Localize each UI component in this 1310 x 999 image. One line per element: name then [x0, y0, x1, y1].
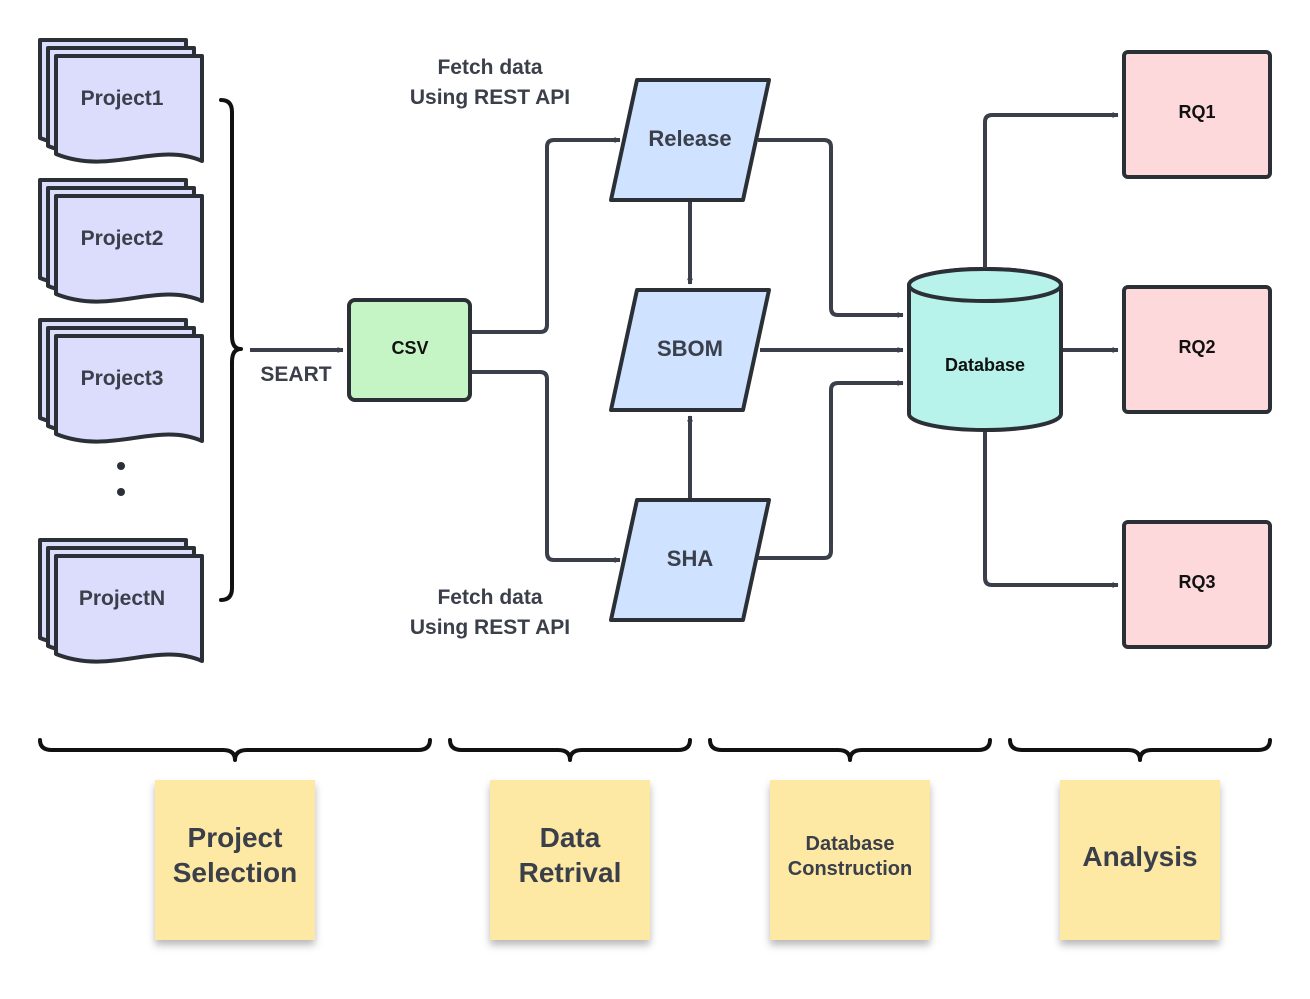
database-to-rq1-edge — [983, 112, 1119, 268]
project-doc-3: Project3 — [38, 318, 204, 444]
stage-brace-project-selection — [38, 738, 432, 762]
release-label: Release — [648, 126, 731, 151]
stage-label-line: Retrival — [519, 857, 622, 888]
release-node: Release — [609, 78, 771, 202]
database-label: Database — [945, 355, 1025, 375]
stage-brace-data-retrival — [448, 738, 692, 762]
csv-to-release-edge — [472, 137, 621, 334]
project-doc-2: Project2 — [38, 178, 204, 304]
stage-label-line: Construction — [788, 858, 912, 880]
sticky-project-selection: Project Selection — [155, 780, 315, 940]
sticky-analysis: Analysis — [1060, 780, 1220, 940]
project-label: Project1 — [81, 87, 164, 110]
sbom-label: SBOM — [657, 336, 723, 361]
ellipsis-dots — [117, 462, 125, 496]
fetch-top-line1: Fetch data — [437, 56, 542, 79]
sticky-data-retrival: Data Retrival — [490, 780, 650, 940]
csv-to-sha-edge — [472, 370, 621, 563]
fetch-bottom-line2: Using REST API — [410, 616, 570, 639]
stage-label-line: Project — [188, 822, 283, 853]
stage-label-line: Database — [806, 833, 895, 855]
sha-node: SHA — [609, 498, 771, 622]
rq2-node: RQ2 — [1122, 285, 1272, 414]
rq1-label: RQ1 — [1178, 102, 1215, 122]
database-node: Database — [907, 267, 1063, 432]
seart-label: SEART — [260, 363, 331, 386]
stage-brace-database-construction — [708, 738, 992, 762]
sha-label: SHA — [667, 546, 714, 571]
sticky-database-construction: Database Construction — [770, 780, 930, 940]
stage-brace-analysis — [1008, 738, 1272, 762]
stage-label-line: Analysis — [1082, 841, 1197, 872]
release-to-database-edge — [758, 138, 904, 318]
rq3-label: RQ3 — [1178, 572, 1215, 592]
rq1-node: RQ1 — [1122, 50, 1272, 179]
project-doc-1: Project1 — [38, 38, 204, 164]
fetch-bottom-line1: Fetch data — [437, 586, 542, 609]
projects-brace — [219, 98, 243, 602]
database-to-rq3-edge — [983, 432, 1119, 588]
project-label: Project2 — [81, 227, 164, 250]
csv-node: CSV — [347, 298, 472, 402]
rq3-node: RQ3 — [1122, 520, 1272, 649]
rq2-label: RQ2 — [1178, 337, 1215, 357]
csv-label: CSV — [391, 338, 428, 358]
fetch-top-line2: Using REST API — [410, 86, 570, 109]
sbom-node: SBOM — [609, 288, 771, 412]
project-doc-n: ProjectN — [38, 538, 204, 664]
project-label: Project3 — [81, 367, 164, 390]
stage-label-line: Data — [540, 822, 601, 853]
stage-label-line: Selection — [173, 857, 297, 888]
sha-to-database-edge — [758, 380, 904, 560]
project-label: ProjectN — [79, 587, 165, 610]
